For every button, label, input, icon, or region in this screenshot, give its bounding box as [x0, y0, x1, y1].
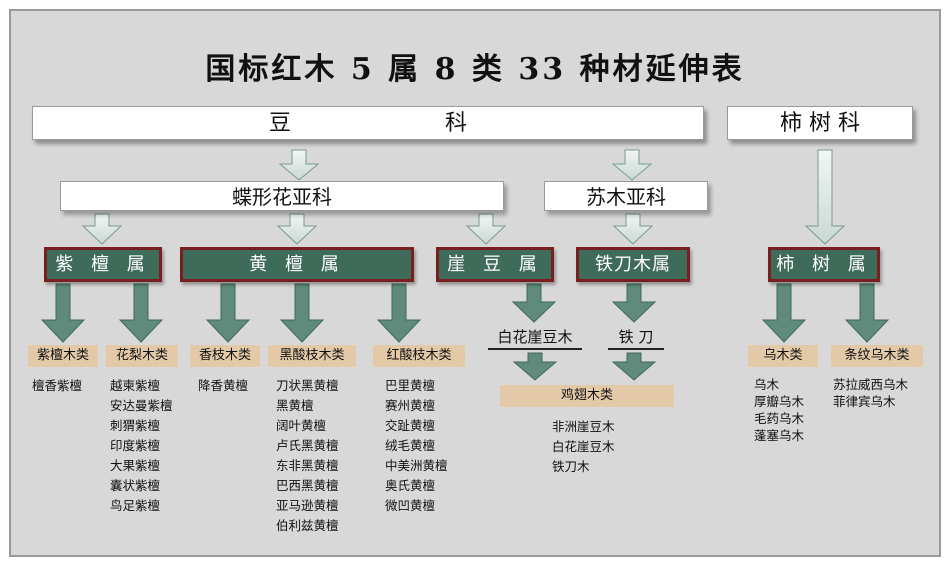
species-item: 安达曼紫檀 [110, 398, 173, 413]
species-item: 绒毛黄檀 [385, 438, 436, 453]
species-item: 东非黑黄檀 [276, 458, 339, 473]
genus-huangtan: 黄 檀 属 [180, 247, 414, 282]
species-list-zitanmu: 檀香紫檀 [32, 376, 82, 396]
species-item: 鸟足紫檀 [110, 498, 161, 513]
arrow-zitan-to-zitanmu [40, 283, 86, 343]
species-item: 伯利兹黄檀 [276, 518, 339, 533]
species-item: 卢氏黑黄檀 [276, 438, 339, 453]
genus-shishu: 柿 树 属 [768, 247, 880, 282]
class-hongsuanzhi: 红酸枝木类 [373, 345, 465, 367]
family-ebony: 柿 树 科 [727, 106, 913, 140]
class-hualimu: 花梨木类 [106, 345, 178, 367]
species-item: 微凹黄檀 [385, 498, 436, 513]
arrow-huangtan-to-heisuanzhi [279, 283, 325, 343]
arrow-shishu-to-wumu [761, 283, 807, 343]
species-item: 中美洲黄檀 [385, 458, 448, 473]
arrow-legume-to-caesalpinioideae [611, 149, 653, 181]
species-list-tiaowen: 苏拉威西乌木 菲律宾乌木 [833, 376, 908, 410]
species-list-hongsuanzhi: 巴里黄檀 赛州黄檀 交趾黄檀 绒毛黄檀 中美洲黄檀 奥氏黄檀 微凹黄檀 [385, 376, 448, 516]
diagram-title: 国标红木 5 属 8 类 33 种材延伸表 [205, 52, 745, 87]
arrow-ebony-to-shishu [804, 149, 846, 245]
species-list-wumu: 乌木 厚瓣乌木 毛药乌木 蓬塞乌木 [754, 376, 804, 444]
class-zitanmu: 紫檀木类 [28, 345, 98, 367]
species-item: 黑黄檀 [276, 398, 314, 413]
arrow-yadou-to-baihua [511, 283, 557, 323]
species-item: 降香黄檀 [198, 378, 249, 393]
label-tiedao: 铁 刀 [608, 326, 664, 350]
arrow-legume-to-papilionoideae [278, 149, 320, 181]
species-item: 大果紫檀 [110, 458, 161, 473]
species-item: 刀状黑黄檀 [276, 378, 339, 393]
family-legume: 豆 科 [32, 106, 704, 140]
genus-zitan: 紫 檀 属 [44, 247, 162, 282]
species-item: 奥氏黄檀 [385, 478, 436, 493]
subfamily-caesalpinioideae: 苏木亚科 [544, 181, 708, 211]
species-list-hualimu: 越柬紫檀 安达曼紫檀 刺猬紫檀 印度紫檀 大果紫檀 囊状紫檀 鸟足紫檀 [110, 376, 173, 516]
arrow-papilio-to-zitan [81, 213, 123, 245]
arrow-shishu-to-tiaowen [844, 283, 890, 343]
species-item: 越柬紫檀 [110, 378, 161, 393]
species-item: 交趾黄檀 [385, 418, 436, 433]
arrow-tiedaomu-to-tiedao [611, 283, 657, 323]
species-item: 蓬塞乌木 [754, 428, 805, 443]
arrow-papilio-to-yadou [465, 213, 507, 245]
arrow-papilio-to-huangtan [276, 213, 318, 245]
class-tiaowen: 条纹乌木类 [831, 345, 923, 367]
class-wumu: 乌木类 [748, 345, 818, 367]
arrow-huangtan-to-xiangzhimu [205, 283, 251, 343]
subfamily-papilionoideae: 蝶形花亚科 [60, 181, 504, 211]
species-item: 阔叶黄檀 [276, 418, 327, 433]
class-heisuanzhi: 黑酸枝木类 [268, 345, 356, 367]
label-baihua-yadou: 白花崖豆木 [488, 326, 582, 350]
species-item: 毛药乌木 [754, 411, 805, 426]
species-item: 刺猬紫檀 [110, 418, 161, 433]
species-list-heisuanzhi: 刀状黑黄檀 黑黄檀 阔叶黄檀 卢氏黑黄檀 东非黑黄檀 巴西黑黄檀 亚马逊黄檀 伯… [276, 376, 339, 536]
species-item: 乌木 [754, 377, 780, 392]
species-item: 囊状紫檀 [110, 478, 161, 493]
species-item: 亚马逊黄檀 [276, 498, 339, 513]
species-list-jichimu: 非洲崖豆木 白花崖豆木 铁刀木 [552, 417, 615, 477]
species-item: 厚瓣乌木 [754, 394, 805, 409]
species-list-xiangzhimu: 降香黄檀 [198, 376, 248, 396]
species-item: 印度紫檀 [110, 438, 161, 453]
arrow-tiedao-to-jichimu [611, 352, 657, 381]
species-item: 白花崖豆木 [552, 439, 615, 454]
arrow-zitan-to-hualimu [118, 283, 164, 343]
species-item: 巴西黑黄檀 [276, 478, 339, 493]
genus-yadou: 崖 豆 属 [436, 247, 554, 282]
species-item: 菲律宾乌木 [833, 394, 896, 409]
arrow-huangtan-to-hongsuanzhi [376, 283, 422, 343]
arrow-baihua-to-jichimu [512, 352, 558, 381]
species-item: 非洲崖豆木 [552, 419, 615, 434]
species-item: 檀香紫檀 [32, 378, 83, 393]
class-xiangzhimu: 香枝木类 [190, 345, 260, 367]
diagram-panel [9, 9, 941, 557]
species-item: 铁刀木 [552, 459, 590, 474]
genus-tiedaomu: 铁刀木属 [576, 247, 690, 282]
species-item: 苏拉威西乌木 [833, 377, 909, 392]
species-item: 巴里黄檀 [385, 378, 436, 393]
class-jichimu: 鸡翅木类 [500, 385, 674, 407]
species-item: 赛州黄檀 [385, 398, 436, 413]
arrow-caesal-to-tiedaomu [612, 213, 654, 245]
